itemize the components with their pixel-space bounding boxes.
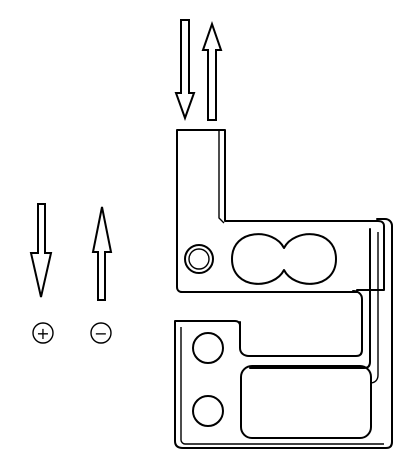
mount-hole-upper (184, 244, 214, 274)
lower-block-edge (180, 327, 384, 445)
negative-symbol: − (94, 324, 107, 343)
legend-arrows (29, 203, 113, 301)
lower-block-outline (174, 218, 393, 449)
arrow-up-top (201, 20, 223, 121)
upper-block (176, 129, 385, 293)
flexure-element (239, 228, 379, 384)
positive-symbol: + (36, 324, 49, 343)
mount-hole-lower-top (192, 332, 224, 364)
arrow-down-legend (29, 203, 53, 298)
lower-block (174, 218, 393, 449)
legend-symbols: + − (32, 322, 112, 344)
positive-symbol-circle (32, 322, 54, 344)
flexure-slot (239, 290, 363, 357)
binocular-hole (231, 233, 337, 285)
upper-block-edge (218, 130, 225, 224)
mount-hole-upper-inner (188, 248, 210, 270)
cavity-lower (240, 365, 372, 439)
mount-hole-lower-bottom (192, 395, 224, 427)
flexure-inner (369, 232, 379, 384)
arrow-up-legend (91, 206, 113, 301)
arrow-down-top (174, 19, 196, 121)
load-arrows-top (174, 19, 223, 121)
flexure-outer (249, 228, 371, 369)
upper-block-outline (176, 129, 385, 293)
negative-symbol-circle (90, 322, 112, 344)
